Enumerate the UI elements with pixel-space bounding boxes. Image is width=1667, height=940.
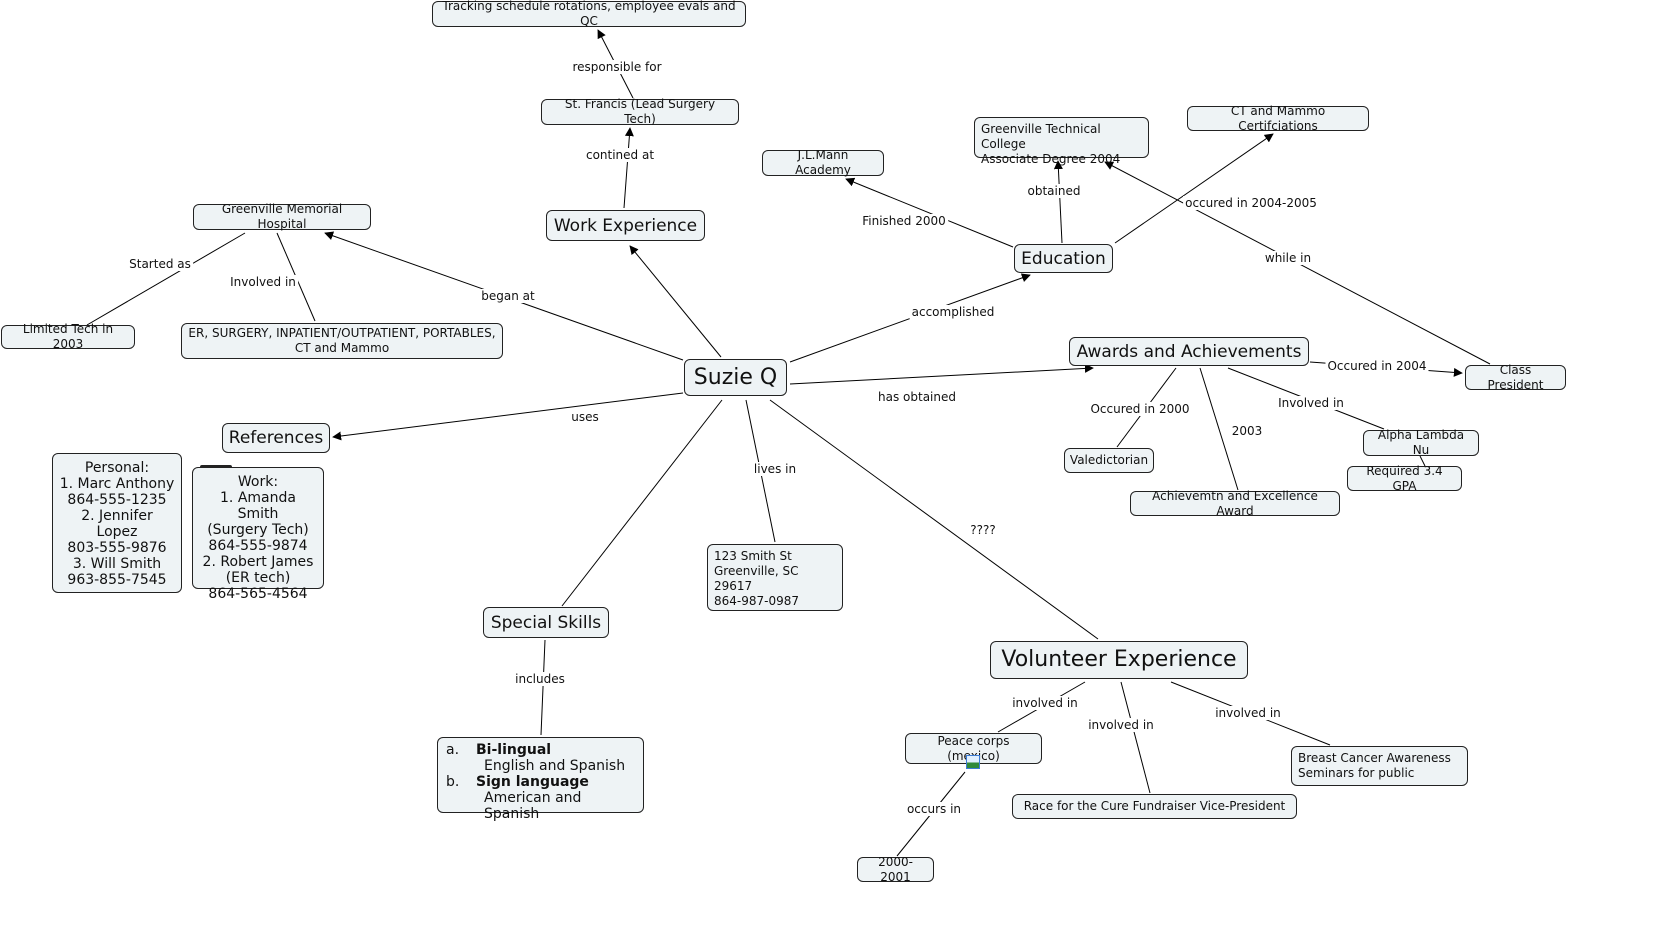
link-label[interactable]: ???? xyxy=(968,523,998,537)
skill-b-marker: b. xyxy=(446,774,460,790)
node-achiev[interactable]: Achievemtn and Excellence Award xyxy=(1130,489,1340,518)
link-vol-race[interactable] xyxy=(1120,681,1151,794)
node-valed[interactable]: Valedictorian xyxy=(1064,448,1154,473)
node-race[interactable]: Race for the Cure Fundraiser Vice-Presid… xyxy=(1012,794,1297,819)
link-label[interactable]: obtained xyxy=(1025,184,1083,198)
node-limited[interactable]: Limited Tech in 2003 xyxy=(1,322,135,351)
link-label[interactable]: has obtained xyxy=(876,390,958,404)
link-suzie-awards[interactable] xyxy=(789,363,1094,385)
node-work[interactable]: Work Experience xyxy=(546,210,705,241)
node-awards[interactable]: Awards and Achievements xyxy=(1069,337,1309,366)
node-edu[interactable]: Education xyxy=(1014,244,1113,273)
node-refs[interactable]: References xyxy=(222,423,330,453)
link-label[interactable]: began at xyxy=(479,289,537,303)
node-er[interactable]: ER, SURGERY, INPATIENT/OUTPATIENT, PORTA… xyxy=(181,323,503,359)
node-workrefs[interactable]: Work: 1. Amanda Smith (Surgery Tech) 864… xyxy=(192,467,324,602)
node-personal[interactable]: Personal: 1. Marc Anthony 864-555-1235 2… xyxy=(52,453,182,593)
link-gmh-limited[interactable] xyxy=(86,232,246,326)
node-track[interactable]: Tracking schedule rotations, employee ev… xyxy=(432,0,746,28)
link-label[interactable]: Occured in 2000 xyxy=(1088,402,1192,416)
link-label[interactable]: 2003 xyxy=(1229,424,1265,438)
node-gmh[interactable]: Greenville Memorial Hospital xyxy=(193,202,371,231)
link-label[interactable]: involved in xyxy=(1213,706,1283,720)
link-edu-gtc[interactable] xyxy=(1053,160,1063,244)
link-suzie-work[interactable] xyxy=(629,245,722,358)
node-jlmann[interactable]: J.L.Mann Academy xyxy=(762,148,884,177)
link-suzie-special[interactable] xyxy=(561,399,723,607)
link-label[interactable]: occurs in xyxy=(904,802,964,816)
link-label[interactable]: Involved in xyxy=(228,275,298,289)
node-gtc[interactable]: Greenville Technical College Associate D… xyxy=(974,117,1149,166)
link-edu-jlmann[interactable] xyxy=(845,177,1014,248)
node-skills[interactable]: a. Bi-lingual English and Spanish b. Sign … xyxy=(437,737,644,822)
link-label[interactable]: includes xyxy=(513,672,567,686)
node-alpha[interactable]: Alpha Lambda Nu xyxy=(1363,428,1479,457)
link-label[interactable]: while in xyxy=(1262,251,1314,265)
image-icon[interactable] xyxy=(966,755,980,769)
link-label[interactable]: Finished 2000 xyxy=(860,214,948,228)
link-edu-ct[interactable] xyxy=(1114,133,1274,244)
node-stfrancis[interactable]: St. Francis (Lead Surgery Tech) xyxy=(541,97,739,126)
skill-b-title: Sign language xyxy=(476,774,589,790)
node-gpa[interactable]: Required 3.4 GPA xyxy=(1347,464,1462,493)
node-suzie[interactable]: Suzie Q xyxy=(684,359,787,396)
link-label[interactable]: Occured in 2004 xyxy=(1325,359,1429,373)
link-suzie-vol[interactable] xyxy=(769,399,1099,640)
node-breast[interactable]: Breast Cancer Awareness Seminars for pub… xyxy=(1291,746,1468,786)
skill-a-marker: a. xyxy=(446,742,460,758)
link-label[interactable]: uses xyxy=(569,410,601,424)
node-tab xyxy=(200,465,232,468)
link-special-skills[interactable] xyxy=(540,639,546,736)
link-label[interactable]: responsible for xyxy=(570,60,664,74)
node-address[interactable]: 123 Smith St Greenville, SC 29617 864-98… xyxy=(707,544,843,611)
link-work-stfrancis[interactable] xyxy=(623,127,634,209)
link-suzie-refs[interactable] xyxy=(332,392,684,441)
skill-a-detail: English and Spanish xyxy=(484,758,626,774)
node-special[interactable]: Special Skills xyxy=(483,607,609,638)
node-y2000[interactable]: 2000-2001 xyxy=(857,855,934,884)
link-awards-achiev[interactable] xyxy=(1199,367,1239,491)
link-label[interactable]: Involved in xyxy=(1276,396,1346,410)
link-label[interactable]: accomplished xyxy=(909,305,997,319)
link-label[interactable]: occured in 2004-2005 xyxy=(1183,196,1319,210)
link-label[interactable]: Started as xyxy=(127,257,193,271)
skill-b-detail: American and Spanish xyxy=(484,790,582,822)
link-label[interactable]: involved in xyxy=(1010,696,1080,710)
skill-a-title: Bi-lingual xyxy=(476,742,552,758)
node-vol[interactable]: Volunteer Experience xyxy=(990,641,1248,679)
node-classpres[interactable]: Class President xyxy=(1465,363,1566,392)
node-ct[interactable]: CT and Mammo Certifciations xyxy=(1187,104,1369,133)
link-label[interactable]: contined at xyxy=(583,148,657,162)
link-alpha-gpa[interactable] xyxy=(1419,455,1426,467)
link-label[interactable]: involved in xyxy=(1086,718,1156,732)
link-label[interactable]: lives in xyxy=(751,462,799,476)
